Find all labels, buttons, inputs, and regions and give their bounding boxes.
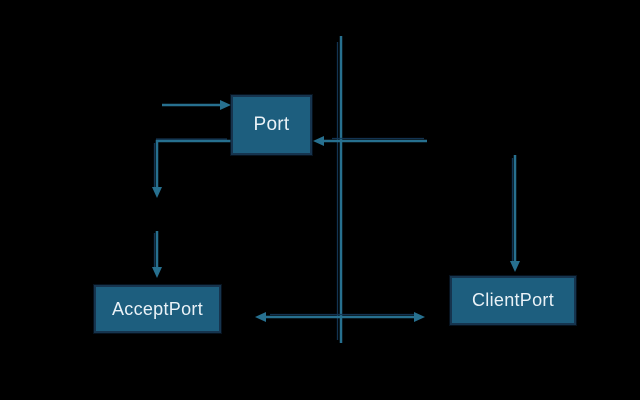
arrowhead-down-icon: [152, 267, 162, 278]
arrow-into-port-left: [162, 100, 231, 110]
arrowhead-left-icon: [255, 312, 266, 322]
arrowhead-down-icon: [152, 187, 162, 198]
node-port-label: Port: [253, 114, 290, 135]
arrow-down-into-acceptport: [152, 231, 162, 278]
arrowhead-right-icon: [220, 100, 231, 110]
arrow-port-elbow-down: [152, 138, 231, 198]
arrow-between-acceptport-clientport: [255, 312, 425, 322]
node-port: Port: [231, 95, 312, 155]
arrow-into-port-right: [313, 136, 427, 146]
arrowhead-down-icon: [510, 261, 520, 272]
arrow-down-into-clientport: [510, 155, 520, 272]
lifeline: [336, 36, 343, 343]
arrowhead-right-icon: [414, 312, 425, 322]
node-accept-port-label: AcceptPort: [111, 298, 204, 319]
arrowhead-left-icon: [313, 136, 324, 146]
node-accept-port: AcceptPort: [94, 285, 221, 333]
node-client-port: ClientPort: [450, 276, 576, 325]
node-client-port-label: ClientPort: [471, 290, 555, 310]
